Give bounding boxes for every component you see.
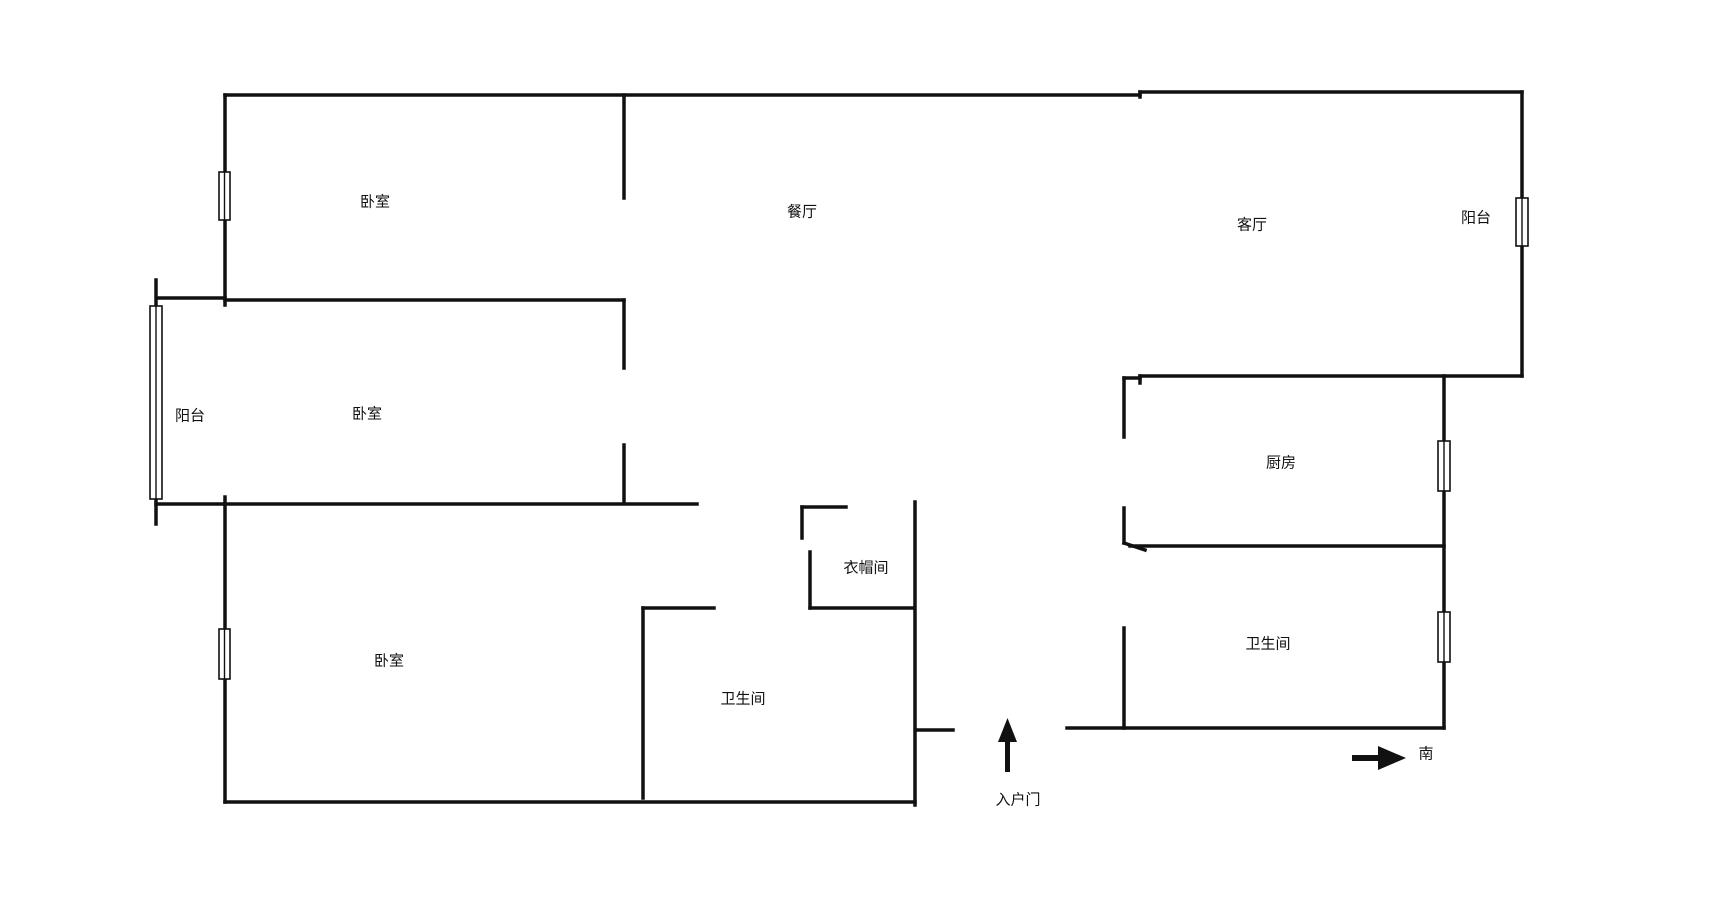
label-balcony-east: 阳台 — [1461, 209, 1491, 227]
south-marker: 南 — [1352, 745, 1434, 770]
label-living: 客厅 — [1237, 216, 1267, 234]
entrance-arrow-icon — [998, 718, 1017, 742]
label-bathroom-west: 卫生间 — [720, 690, 765, 708]
label-kitchen: 厨房 — [1266, 454, 1296, 472]
label-balcony-west: 阳台 — [175, 407, 205, 425]
south-arrow-shaft — [1352, 755, 1382, 761]
label-bedroom-bottom: 卧室 — [374, 652, 404, 670]
label-south: 南 — [1418, 745, 1433, 763]
entrance-arrow-shaft — [1005, 738, 1010, 772]
windows — [149, 171, 1529, 680]
label-bedroom-mid: 卧室 — [352, 405, 382, 423]
label-bedroom-top: 卧室 — [360, 193, 390, 211]
entrance-marker: 入户门 — [995, 718, 1041, 809]
label-dining: 餐厅 — [787, 203, 817, 221]
label-entrance: 入户门 — [995, 791, 1040, 809]
room-labels: 卧室 餐厅 客厅 阳台 阳台 卧室 厨房 衣帽间 卫生间 卧室 卫生间 — [175, 193, 1491, 708]
label-bathroom-east: 卫生间 — [1245, 635, 1290, 653]
south-arrow-icon — [1378, 746, 1406, 770]
label-cloakroom: 衣帽间 — [843, 559, 888, 577]
